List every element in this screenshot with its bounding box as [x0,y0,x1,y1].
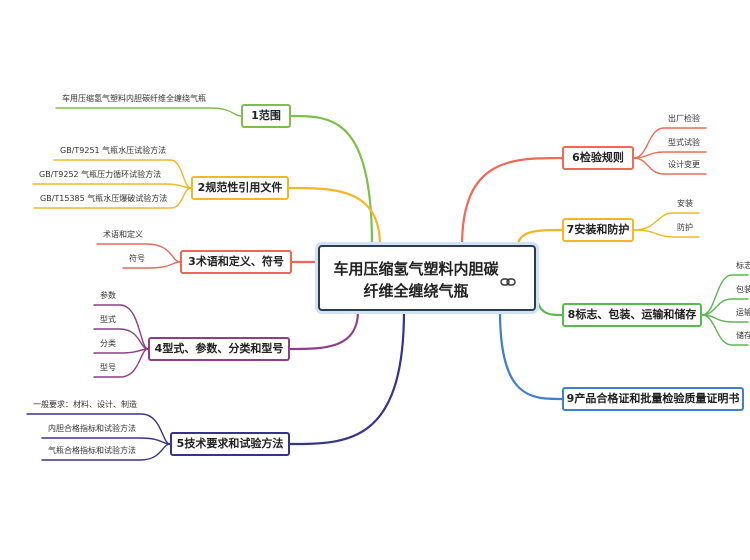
subtopic-leaf[interactable]: 防护 [677,223,693,232]
branch-topic[interactable]: 5技术要求和试验方法 [170,432,290,456]
subtopic-leaf[interactable]: 一般要求：材料、设计、制造 [33,400,137,409]
subtopic-leaf[interactable]: 内胆合格指标和试验方法 [48,424,136,433]
link-icon [500,278,516,286]
subtopic-leaf[interactable]: 车用压缩氢气塑料内胆碳纤维全缠绕气瓶 [62,94,206,103]
subtopic-leaf[interactable]: 参数 [100,291,116,300]
subtopic-leaf[interactable]: 型号 [100,363,116,372]
branch-connector [460,156,564,248]
branch-topic[interactable]: 7安装和防护 [562,218,634,242]
leaf-connector [41,443,171,461]
leaf-connector [633,212,700,231]
central-topic[interactable]: 车用压缩氢气塑料内胆碳纤维全缠绕气瓶 [318,245,536,311]
branch-topic[interactable]: 9产品合格证和批量检验质量证明书 [562,387,744,411]
subtopic-leaf[interactable]: GB/T9252 气瓶压力循环试验方法 [39,170,162,179]
branch-connector [498,309,564,401]
branch-connector [288,309,360,351]
branch-topic[interactable]: 1范围 [241,104,291,128]
leaf-connector [701,274,749,316]
branch-connector [534,286,564,317]
branch-topic[interactable]: 3术语和定义、符号 [180,250,292,274]
central-topic-title: 车用压缩氢气塑料内胆碳纤维全缠绕气瓶 [333,260,499,300]
leaf-connector [53,159,192,189]
subtopic-leaf[interactable]: 型式 [100,315,116,324]
leaf-connector [122,261,181,269]
leaf-connector [93,348,149,378]
subtopic-leaf[interactable]: 包装 [736,285,750,294]
leaf-connector [633,157,707,175]
leaf-connector [26,413,171,445]
leaf-connector [96,243,181,263]
branch-connector [516,228,564,248]
leaf-connector [55,107,242,117]
leaf-connector [93,328,149,350]
subtopic-leaf[interactable]: 分类 [100,339,116,348]
subtopic-leaf[interactable]: 型式试验 [668,138,700,147]
branch-topic[interactable]: 4型式、参数、分类和型号 [148,337,290,361]
branch-topic[interactable]: 6检验规则 [562,146,634,170]
leaf-connector [633,229,700,238]
leaf-connector [701,314,749,346]
subtopic-leaf[interactable]: 储存 [736,331,750,340]
leaf-connector [633,127,707,159]
subtopic-leaf[interactable]: 符号 [129,254,145,263]
subtopic-leaf[interactable]: 术语和定义 [103,230,143,239]
subtopic-leaf[interactable]: GB/T9251 气瓶水压试验方法 [60,146,167,155]
leaf-connector [701,298,749,316]
leaf-connector [41,437,171,445]
subtopic-leaf[interactable]: GB/T15385 气瓶水压爆破试验方法 [40,194,168,203]
branch-topic[interactable]: 2规范性引用文件 [191,176,289,200]
leaf-connector [33,187,192,209]
subtopic-leaf[interactable]: 运输 [736,308,750,317]
subtopic-leaf[interactable]: 气瓶合格指标和试验方法 [48,446,136,455]
subtopic-leaf[interactable]: 安装 [677,199,693,208]
subtopic-leaf[interactable]: 设计变更 [668,160,700,169]
leaf-connector [633,151,707,159]
branch-connector [288,309,406,446]
branch-topic[interactable]: 8标志、包装、运输和储存 [562,303,702,327]
leaf-connector [93,348,149,354]
subtopic-leaf[interactable]: 出厂检验 [668,114,700,123]
leaf-connector [32,183,192,189]
branch-connector [289,114,374,248]
subtopic-leaf[interactable]: 标志 [736,261,750,270]
branch-connector [287,186,382,248]
